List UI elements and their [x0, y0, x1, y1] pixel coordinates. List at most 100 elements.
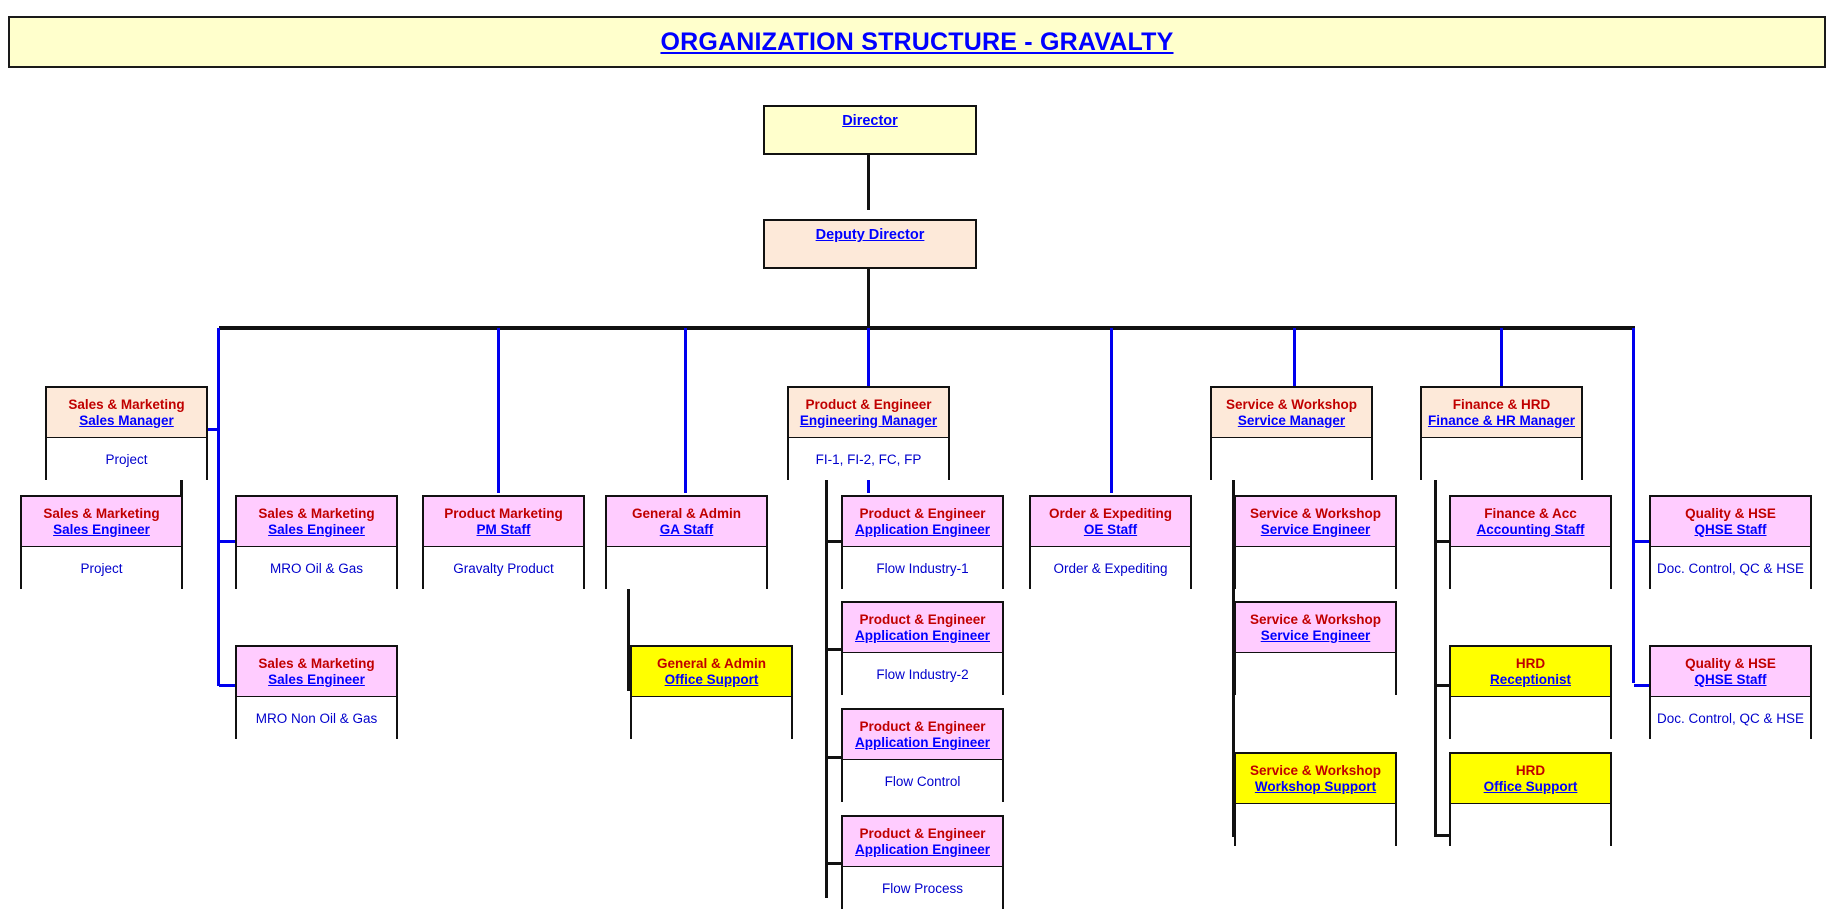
- node-service-engineer-2[interactable]: Service & Workshop Service Engineer: [1234, 601, 1397, 695]
- connector-bus-to-sales-eng-mro-oil: [219, 540, 237, 543]
- node-sales-engineer-mro-oil-dept: Sales & Marketing: [258, 505, 375, 521]
- node-finance-hr-manager-role: Finance & HR Manager: [1427, 412, 1576, 428]
- connector-fhr-to-accounting-staff: [1434, 540, 1452, 543]
- node-app-engineer-fc-detail: Flow Control: [843, 760, 1002, 802]
- node-ga-office-support[interactable]: General & Admin Office Support: [630, 645, 793, 739]
- node-engineering-manager-role: Engineering Manager: [799, 412, 938, 428]
- node-app-engineer-fi1-dept: Product & Engineer: [859, 505, 986, 521]
- connector-main-bus: [219, 326, 1635, 330]
- node-app-engineer-fi2-dept: Product & Engineer: [859, 611, 986, 627]
- connector-em-to-app-eng-fp: [825, 862, 843, 865]
- page-title: ORGANIZATION STRUCTURE - GRAVALTY: [660, 27, 1174, 56]
- node-sales-engineer-mro-oil[interactable]: Sales & Marketing Sales Engineer MRO Oil…: [235, 495, 398, 589]
- node-oe-staff-role: OE Staff: [1083, 521, 1138, 537]
- connector-bus-to-sales-eng-mro-nonoil: [219, 684, 237, 687]
- node-workshop-support-dept: Service & Workshop: [1249, 762, 1382, 778]
- connector-bus-to-qhse-1: [1634, 540, 1652, 543]
- connector-fhr-to-hrd-office-support: [1434, 834, 1452, 837]
- node-sales-manager-role: Sales Manager: [79, 412, 174, 428]
- node-qhse-staff-1[interactable]: Quality & HSE QHSE Staff Doc. Control, Q…: [1649, 495, 1812, 589]
- node-ga-office-support-dept: General & Admin: [656, 655, 767, 671]
- node-ga-office-support-detail: [632, 697, 791, 739]
- node-ga-staff[interactable]: General & Admin GA Staff: [605, 495, 768, 589]
- node-engineering-manager[interactable]: Product & Engineer Engineering Manager F…: [787, 386, 950, 480]
- node-hrd-receptionist[interactable]: HRD Receptionist: [1449, 645, 1612, 739]
- node-workshop-support-detail: [1236, 804, 1395, 846]
- node-app-engineer-flow-industry-2[interactable]: Product & Engineer Application Engineer …: [841, 601, 1004, 695]
- connector-finance-hr-spine: [1434, 478, 1437, 836]
- node-qhse-staff-2[interactable]: Quality & HSE QHSE Staff Doc. Control, Q…: [1649, 645, 1812, 739]
- node-sales-engineer-mro-oil-role: Sales Engineer: [268, 521, 365, 537]
- node-hrd-receptionist-detail: [1451, 697, 1610, 739]
- connector-service-manager-spine: [1232, 478, 1235, 836]
- node-app-engineer-flow-control[interactable]: Product & Engineer Application Engineer …: [841, 708, 1004, 802]
- node-ga-staff-detail: [607, 547, 766, 589]
- node-pm-staff-detail: Gravalty Product: [424, 547, 583, 589]
- drop-finance-hrd: [1500, 328, 1503, 393]
- node-deputy-director[interactable]: Deputy Director: [763, 219, 977, 269]
- node-hrd-office-support-role: Office Support: [1483, 778, 1578, 794]
- node-app-engineer-fc-role: Application Engineer: [854, 734, 990, 750]
- node-sales-manager-detail: Project: [47, 438, 206, 480]
- node-service-engineer-1-dept: Service & Workshop: [1249, 505, 1382, 521]
- connector-em-to-app-eng-fi2: [825, 648, 843, 651]
- node-service-manager-role: Service Manager: [1237, 412, 1346, 428]
- node-accounting-staff[interactable]: Finance & Acc Accounting Staff: [1449, 495, 1612, 589]
- node-sales-manager[interactable]: Sales & Marketing Sales Manager Project: [45, 386, 208, 480]
- drop-quality-hse: [1632, 328, 1635, 683]
- node-hrd-office-support-dept: HRD: [1515, 762, 1546, 778]
- node-director[interactable]: Director: [763, 105, 977, 155]
- node-finance-hr-manager-detail: [1422, 438, 1581, 480]
- connector-em-to-app-eng-fi1: [825, 540, 843, 543]
- node-service-manager-dept: Service & Workshop: [1225, 396, 1358, 412]
- node-app-engineer-fi2-role: Application Engineer: [854, 627, 990, 643]
- node-sales-engineer-project[interactable]: Sales & Marketing Sales Engineer Project: [20, 495, 183, 589]
- node-app-engineer-flow-process[interactable]: Product & Engineer Application Engineer …: [841, 815, 1004, 909]
- node-app-engineer-fp-dept: Product & Engineer: [859, 825, 986, 841]
- node-hrd-receptionist-role: Receptionist: [1489, 671, 1571, 687]
- drop-product-marketing: [684, 328, 687, 493]
- connector-engineering-manager-spine: [825, 478, 828, 898]
- connector-em-to-app-eng-fc: [825, 756, 843, 759]
- node-sales-manager-dept: Sales & Marketing: [68, 396, 185, 412]
- node-service-engineer-2-role: Service Engineer: [1260, 627, 1371, 643]
- node-sales-engineer-mro-nonoil-dept: Sales & Marketing: [258, 655, 375, 671]
- node-sales-engineer-mro-oil-detail: MRO Oil & Gas: [237, 547, 396, 589]
- node-sales-engineer-project-role: Sales Engineer: [53, 521, 150, 537]
- drop-sales-engineer-col: [497, 328, 500, 493]
- node-service-manager-detail: [1212, 438, 1371, 480]
- node-accounting-staff-dept: Finance & Acc: [1484, 505, 1577, 521]
- node-service-engineer-1-role: Service Engineer: [1260, 521, 1371, 537]
- node-engineering-manager-dept: Product & Engineer: [805, 396, 932, 412]
- node-pm-staff-role: PM Staff: [476, 521, 531, 537]
- connector-fhr-to-receptionist: [1434, 684, 1452, 687]
- connector-bus-to-sales-manager: [200, 428, 220, 431]
- node-qhse-staff-1-detail: Doc. Control, QC & HSE: [1651, 547, 1810, 589]
- node-service-engineer-2-dept: Service & Workshop: [1249, 611, 1382, 627]
- node-hrd-office-support-detail: [1451, 804, 1610, 846]
- node-pm-staff-dept: Product Marketing: [444, 505, 563, 521]
- node-oe-staff[interactable]: Order & Expediting OE Staff Order & Expe…: [1029, 495, 1192, 589]
- node-sales-engineer-mro-nonoil[interactable]: Sales & Marketing Sales Engineer MRO Non…: [235, 645, 398, 739]
- node-service-manager[interactable]: Service & Workshop Service Manager: [1210, 386, 1373, 480]
- node-ga-staff-dept: General & Admin: [631, 505, 742, 521]
- node-workshop-support-role: Workshop Support: [1254, 778, 1377, 794]
- page-title-banner: ORGANIZATION STRUCTURE - GRAVALTY: [8, 16, 1826, 68]
- node-finance-hr-manager-dept: Finance & HRD: [1452, 396, 1551, 412]
- node-service-engineer-1[interactable]: Service & Workshop Service Engineer: [1234, 495, 1397, 589]
- drop-service-workshop: [1293, 328, 1296, 393]
- node-service-engineer-1-detail: [1236, 547, 1395, 589]
- node-hrd-office-support[interactable]: HRD Office Support: [1449, 752, 1612, 846]
- node-workshop-support[interactable]: Service & Workshop Workshop Support: [1234, 752, 1397, 846]
- node-qhse-staff-2-dept: Quality & HSE: [1685, 655, 1776, 671]
- node-deputy-director-role: Deputy Director: [815, 227, 925, 243]
- node-pm-staff[interactable]: Product Marketing PM Staff Gravalty Prod…: [422, 495, 585, 589]
- node-app-engineer-fi2-detail: Flow Industry-2: [843, 653, 1002, 695]
- connector-bus-to-qhse-2: [1634, 684, 1652, 687]
- node-app-engineer-fc-dept: Product & Engineer: [859, 718, 986, 734]
- drop-sales-marketing: [217, 328, 220, 686]
- node-finance-hr-manager[interactable]: Finance & HRD Finance & HR Manager: [1420, 386, 1583, 480]
- node-app-engineer-flow-industry-1[interactable]: Product & Engineer Application Engineer …: [841, 495, 1004, 589]
- node-sales-engineer-project-detail: Project: [22, 547, 181, 589]
